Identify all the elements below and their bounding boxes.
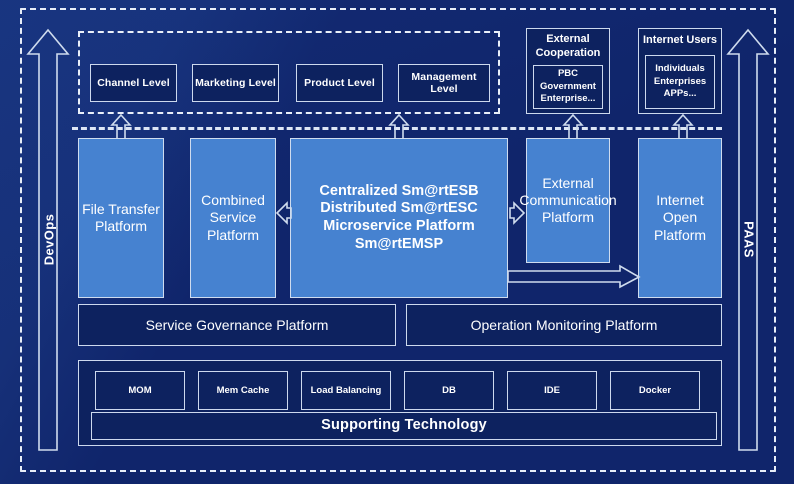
level-box-channel[interactable]: Channel Level: [90, 64, 177, 102]
paas-label: PAAS: [741, 221, 757, 258]
platform-external-communication[interactable]: External Communication Platform: [519, 138, 617, 263]
internet-users-detail: Individuals Enterprises APPs...: [653, 63, 707, 100]
internet-users-box[interactable]: Internet Users Individuals Enterprises A…: [638, 28, 722, 114]
internet-users-detail-box: Individuals Enterprises APPs...: [645, 55, 715, 109]
tech-box-mom[interactable]: MOM: [95, 371, 185, 410]
operation-monitoring-platform[interactable]: Operation Monitoring Platform: [406, 304, 722, 346]
tech-label: Load Balancing: [310, 384, 382, 396]
tech-label: IDE: [544, 384, 560, 396]
platform-label: Combined Service Platform: [201, 192, 265, 243]
layer-separator-dashed-line: [72, 127, 722, 130]
level-label: Product Level: [304, 76, 375, 89]
external-cooperation-title: External Cooperation: [535, 33, 601, 59]
level-label: Channel Level: [97, 76, 170, 89]
outer-dashed-frame: [20, 8, 776, 472]
platform-label: Centralized Sm@rtESB Distributed Sm@rtES…: [319, 182, 479, 252]
tech-box-db[interactable]: DB: [404, 371, 494, 410]
tech-label: DB: [442, 384, 456, 396]
tech-label: Mem Cache: [216, 384, 270, 396]
external-cooperation-box[interactable]: External Cooperation PBC Government Ente…: [526, 28, 610, 114]
devops-label: DevOps: [41, 213, 57, 266]
external-cooperation-detail: PBC Government Enterprise...: [540, 68, 596, 105]
platform-label: External Communication Platform: [519, 174, 617, 226]
platform-label: Internet Open Platform: [653, 192, 707, 243]
platform-esb-esc-emsp[interactable]: Centralized Sm@rtESB Distributed Sm@rtES…: [290, 138, 508, 298]
external-cooperation-detail-box: PBC Government Enterprise...: [533, 65, 603, 109]
tech-box-docker[interactable]: Docker: [610, 371, 700, 410]
governance-label: Service Governance Platform: [145, 316, 329, 333]
internet-users-title: Internet Users: [643, 34, 717, 46]
tech-box-mem-cache[interactable]: Mem Cache: [198, 371, 288, 410]
supporting-technology-label: Supporting Technology: [321, 417, 487, 434]
platform-file-transfer[interactable]: File Transfer Platform: [78, 138, 164, 298]
level-label: Management Level: [411, 70, 477, 95]
tech-box-load-balancing[interactable]: Load Balancing: [301, 371, 391, 410]
platform-combined-service[interactable]: Combined Service Platform: [190, 138, 276, 298]
level-box-management[interactable]: Management Level: [398, 64, 490, 102]
platform-internet-open[interactable]: Internet Open Platform: [638, 138, 722, 298]
tech-box-ide[interactable]: IDE: [507, 371, 597, 410]
supporting-technology-banner[interactable]: Supporting Technology: [91, 412, 717, 440]
tech-label: Docker: [638, 384, 672, 396]
service-governance-platform[interactable]: Service Governance Platform: [78, 304, 396, 346]
level-box-marketing[interactable]: Marketing Level: [192, 64, 279, 102]
tech-label: MOM: [128, 384, 152, 396]
level-label: Marketing Level: [195, 76, 276, 89]
level-box-product[interactable]: Product Level: [296, 64, 383, 102]
platform-label: File Transfer Platform: [82, 200, 160, 234]
business-levels-group: [78, 31, 500, 114]
governance-label: Operation Monitoring Platform: [470, 316, 658, 333]
